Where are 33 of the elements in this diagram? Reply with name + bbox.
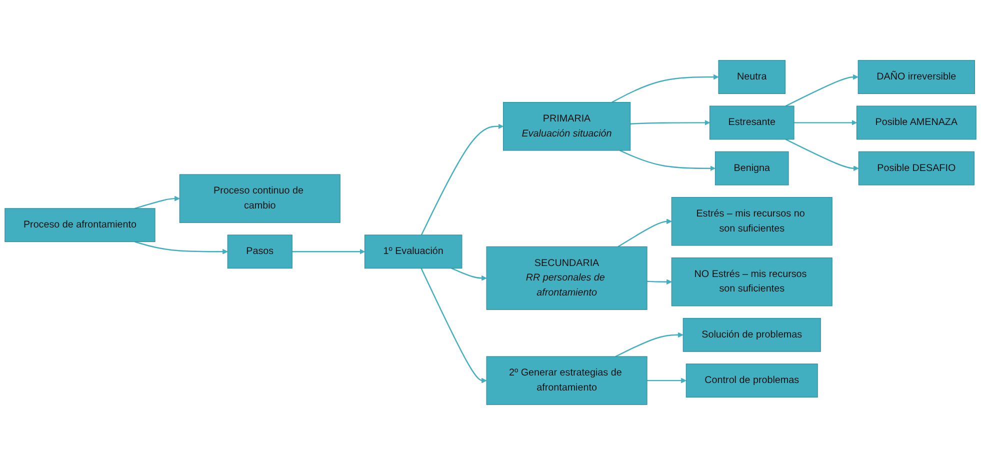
arrow bbox=[630, 120, 710, 126]
arrow bbox=[794, 120, 857, 126]
node-box: 2º Generar estrategias de afrontamiento bbox=[486, 356, 648, 405]
arrow bbox=[420, 124, 504, 236]
node-box: Estrés – mis recursos no son suficientes bbox=[671, 197, 832, 246]
arrow bbox=[615, 332, 684, 358]
node-box: Proceso de afrontamiento bbox=[4, 208, 156, 242]
node-box: Neutra bbox=[718, 60, 786, 94]
node-box: Posible AMENAZA bbox=[856, 106, 976, 140]
arrow bbox=[420, 268, 487, 384]
node-box: Control de problemas bbox=[686, 364, 818, 398]
arrow bbox=[646, 279, 672, 285]
arrow bbox=[620, 150, 716, 172]
arrow bbox=[134, 241, 228, 254]
node-box: Pasos bbox=[227, 234, 292, 269]
node-box: Benigna bbox=[714, 151, 789, 186]
node-box: Proceso continuo de cambio bbox=[179, 174, 340, 223]
node-box: SECUNDARIA RR personales de afrontamiento bbox=[486, 246, 648, 310]
node-box: Posible DESAFIO bbox=[858, 151, 974, 186]
node-box: Solución de problemas bbox=[682, 318, 821, 352]
arrow bbox=[612, 74, 719, 103]
arrow bbox=[647, 378, 686, 384]
arrow bbox=[292, 248, 365, 254]
node-box: 1º Evaluación bbox=[364, 234, 462, 269]
node-box: Estresante bbox=[709, 106, 794, 140]
arrow bbox=[618, 218, 672, 248]
arrow bbox=[451, 268, 487, 281]
node-box: NO Estrés – mis recursos son suficientes bbox=[671, 257, 832, 306]
arrow bbox=[785, 138, 859, 172]
arrow bbox=[785, 74, 858, 107]
node-box: PRIMARIA Evaluación situación bbox=[502, 102, 631, 151]
arrow bbox=[134, 196, 180, 210]
node-box: DAÑO irreversible bbox=[858, 60, 975, 94]
